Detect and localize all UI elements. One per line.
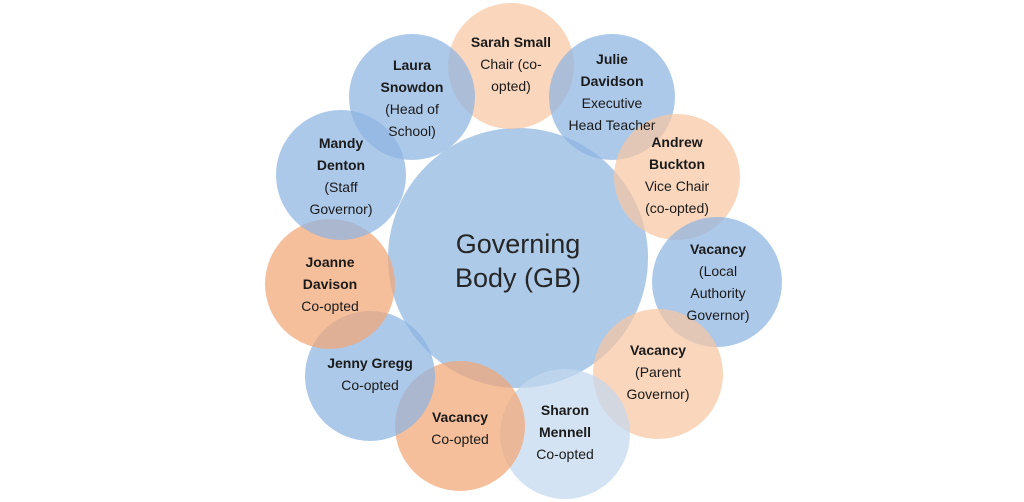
member-name-line: Vacancy (431, 409, 489, 425)
member-role-line: (Head of (385, 101, 439, 117)
member-name-line: Denton (316, 157, 366, 173)
member-name-line: Davidson (580, 73, 644, 89)
member-circle-joanne-davison (265, 219, 395, 349)
member-circle-vacancy-local-authority (652, 217, 782, 347)
member-role-line: Governor) (626, 386, 690, 402)
member-name-line: Buckton (648, 156, 705, 172)
member-role-line: Co-opted (301, 298, 359, 314)
member-role-line: (Local (698, 263, 738, 279)
member-role-line: Executive (581, 95, 643, 111)
center-label: Governing Body (GB) (455, 227, 581, 295)
member-role-line: (Parent (635, 364, 681, 380)
member-name-line: Mandy (318, 135, 364, 151)
member-role-line: (Staff (324, 179, 358, 195)
member-role-line: Authority (690, 285, 746, 301)
member-name-line: Sharon (540, 402, 590, 418)
member-name-line: Mennell (538, 424, 592, 440)
member-role-line: Head Teacher (568, 117, 656, 133)
member-name-line: Snowdon (380, 79, 444, 95)
center-label-line-2: Body (GB) (454, 263, 582, 293)
member-role-line: Governor) (686, 307, 750, 323)
member-circle-sharon-mennell (500, 369, 630, 499)
member-role-line: Co-opted (431, 431, 489, 447)
member-name-line: Julie (596, 51, 628, 67)
member-name-line: Vacancy (629, 342, 687, 358)
member-name-line: Vacancy (689, 241, 747, 257)
member-name-line: Sarah Small (470, 34, 552, 50)
member-role-line: opted) (491, 78, 531, 94)
member-circle-sarah-small (448, 3, 574, 129)
member-circle-laura-snowdon (349, 34, 475, 160)
member-role-line: Co-opted (536, 446, 594, 462)
member-circle-andrew-buckton (614, 114, 740, 240)
center-circle (388, 128, 648, 388)
member-circle-vacancy-parent (593, 309, 723, 439)
center-label-line-1: Governing (455, 229, 581, 259)
member-name-line: Davison (302, 276, 358, 292)
member-role-line: Governor) (309, 201, 373, 217)
member-role-line: (co-opted) (645, 200, 709, 216)
member-role-line: School) (388, 123, 436, 139)
member-role-line: Chair (co- (480, 56, 542, 72)
member-role-line: Co-opted (341, 377, 399, 393)
member-name-line: Andrew (651, 134, 703, 150)
member-name-line: Joanne (305, 254, 355, 270)
member-name-line: Jenny Gregg (327, 355, 413, 371)
member-name-line: Laura (392, 57, 432, 73)
member-role-line: Vice Chair (644, 178, 710, 194)
